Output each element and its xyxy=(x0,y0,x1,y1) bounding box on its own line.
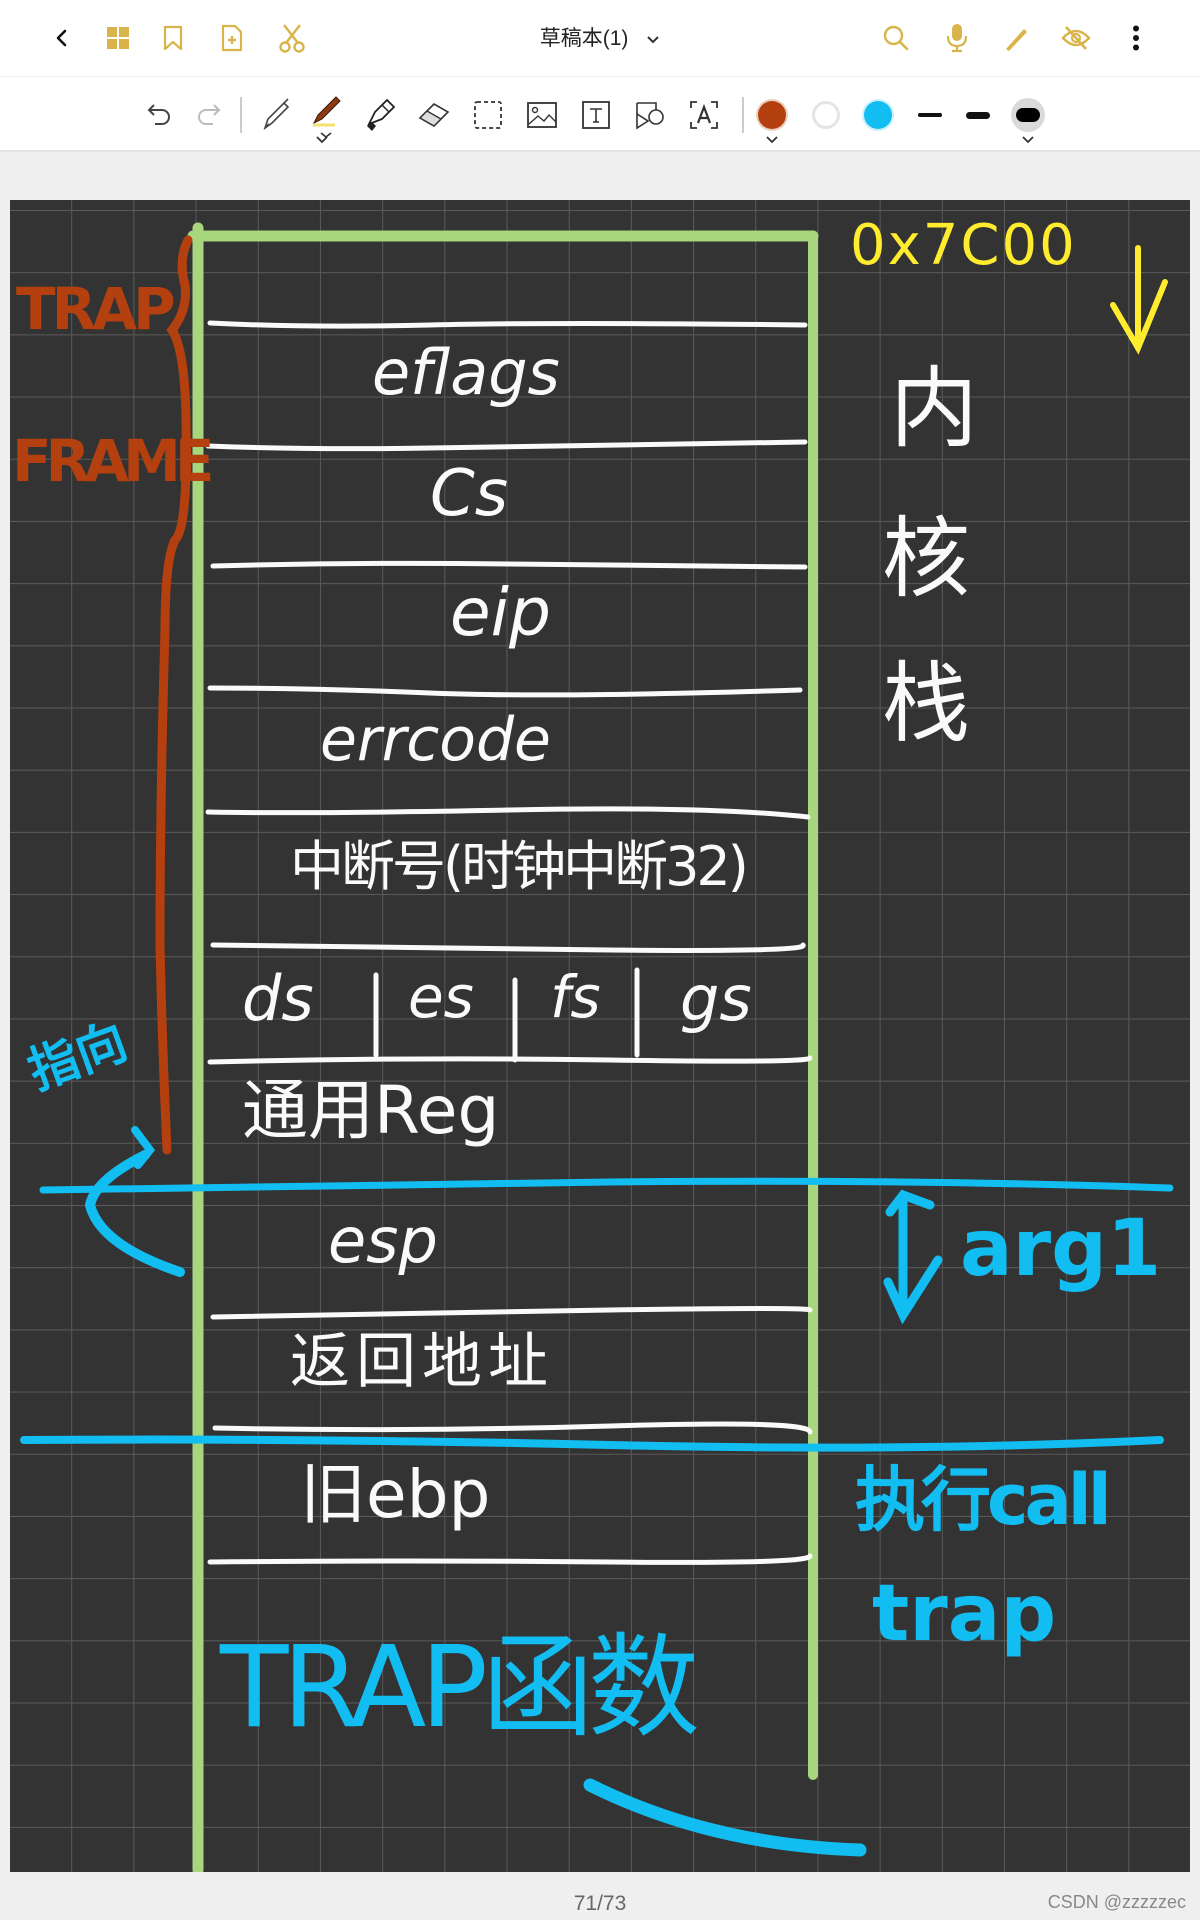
stack-cell-segment-es: es xyxy=(408,963,474,1031)
color-swatch-blue[interactable] xyxy=(858,93,898,137)
page-indicator: 71/73 xyxy=(573,1892,627,1915)
stack-cell-old-ebp: 旧ebp xyxy=(300,1456,491,1533)
kernel-stack-char-3: 栈 xyxy=(882,652,971,755)
kernel-stack-char-1: 内 xyxy=(890,357,979,460)
stack-cell-general-registers: 通用Reg xyxy=(242,1072,500,1149)
stroke-width-medium[interactable] xyxy=(958,93,998,137)
pen-dropdown-chevron-icon[interactable] xyxy=(306,131,338,147)
highlighter-tool-icon[interactable] xyxy=(358,93,402,137)
trapframe-label-trap: TRAP xyxy=(16,275,176,343)
search-icon[interactable] xyxy=(878,20,914,56)
back-icon[interactable] xyxy=(44,20,80,56)
color-swatch-white[interactable] xyxy=(806,93,846,137)
stack-cell-interrupt-number: 中断号(时钟中断32) xyxy=(290,835,749,898)
pen-mode-icon[interactable] xyxy=(998,20,1034,56)
toolbar-divider xyxy=(240,97,242,133)
stack-cell-errcode: errcode xyxy=(320,705,551,775)
pencil-tool-icon[interactable] xyxy=(254,93,298,137)
trap-function-label: TRAP函数 xyxy=(220,1623,700,1753)
stack-cell-segment-gs: gs xyxy=(680,962,752,1035)
kernel-stack-char-2: 核 xyxy=(882,507,971,610)
insert-text-icon[interactable] xyxy=(574,93,618,137)
document-title[interactable]: 草稿本(1) xyxy=(0,22,1200,52)
stack-cell-segment-ds: ds xyxy=(242,962,314,1035)
watermark-credit: CSDN @zzzzzec xyxy=(1047,1892,1186,1912)
color-swatch-orange[interactable] xyxy=(752,93,792,137)
text-recognition-icon[interactable] xyxy=(682,93,726,137)
undo-icon[interactable] xyxy=(140,95,180,135)
stack-cell-cs: Cs xyxy=(430,457,509,531)
arg1-label: arg1 xyxy=(960,1204,1162,1294)
ink-strokes xyxy=(20,222,1174,1872)
stroke-width-thin[interactable] xyxy=(910,93,950,137)
color-dropdown-chevron-icon[interactable] xyxy=(756,131,788,147)
top-app-bar: 草稿本(1) xyxy=(0,0,1200,76)
microphone-icon[interactable] xyxy=(939,20,975,56)
add-page-icon[interactable] xyxy=(214,20,250,56)
grid-icon[interactable] xyxy=(100,20,136,56)
call-note-line2: trap xyxy=(872,1569,1057,1659)
more-icon[interactable] xyxy=(1118,20,1154,56)
scissors-icon[interactable] xyxy=(274,20,310,56)
stack-cell-esp: esp xyxy=(328,1204,438,1277)
lasso-select-icon[interactable] xyxy=(466,93,510,137)
ballpoint-pen-tool-icon[interactable] xyxy=(304,91,348,141)
title-dropdown-icon[interactable] xyxy=(646,27,660,51)
call-note-line1: 执行call xyxy=(855,1459,1112,1541)
insert-image-icon[interactable] xyxy=(520,93,564,137)
address-label: 0x7C00 xyxy=(850,213,1077,278)
toolbar-divider xyxy=(742,97,744,133)
bookmark-icon[interactable] xyxy=(155,20,191,56)
document-title-text: 草稿本(1) xyxy=(539,27,629,50)
hide-icon[interactable] xyxy=(1058,20,1094,56)
stroke-dropdown-chevron-icon[interactable] xyxy=(1012,131,1044,147)
redo-icon[interactable] xyxy=(188,95,228,135)
drawing-toolbar xyxy=(0,76,1200,152)
eraser-tool-icon[interactable] xyxy=(412,93,456,137)
stroke-width-thick[interactable] xyxy=(1006,91,1050,139)
stack-cell-eflags: eflags xyxy=(372,336,560,409)
shapes-icon[interactable] xyxy=(628,93,672,137)
stack-cell-segment-fs: fs xyxy=(550,963,601,1031)
stack-cell-eip: eip xyxy=(450,574,551,651)
stack-cell-return-address: 返回地址 xyxy=(290,1327,554,1397)
trapframe-label-frame: FRAME xyxy=(12,427,215,495)
drawing-canvas[interactable]: 0x7C00 TRAP FRAME 内 核 栈 eflags Cs eip er… xyxy=(10,200,1190,1872)
